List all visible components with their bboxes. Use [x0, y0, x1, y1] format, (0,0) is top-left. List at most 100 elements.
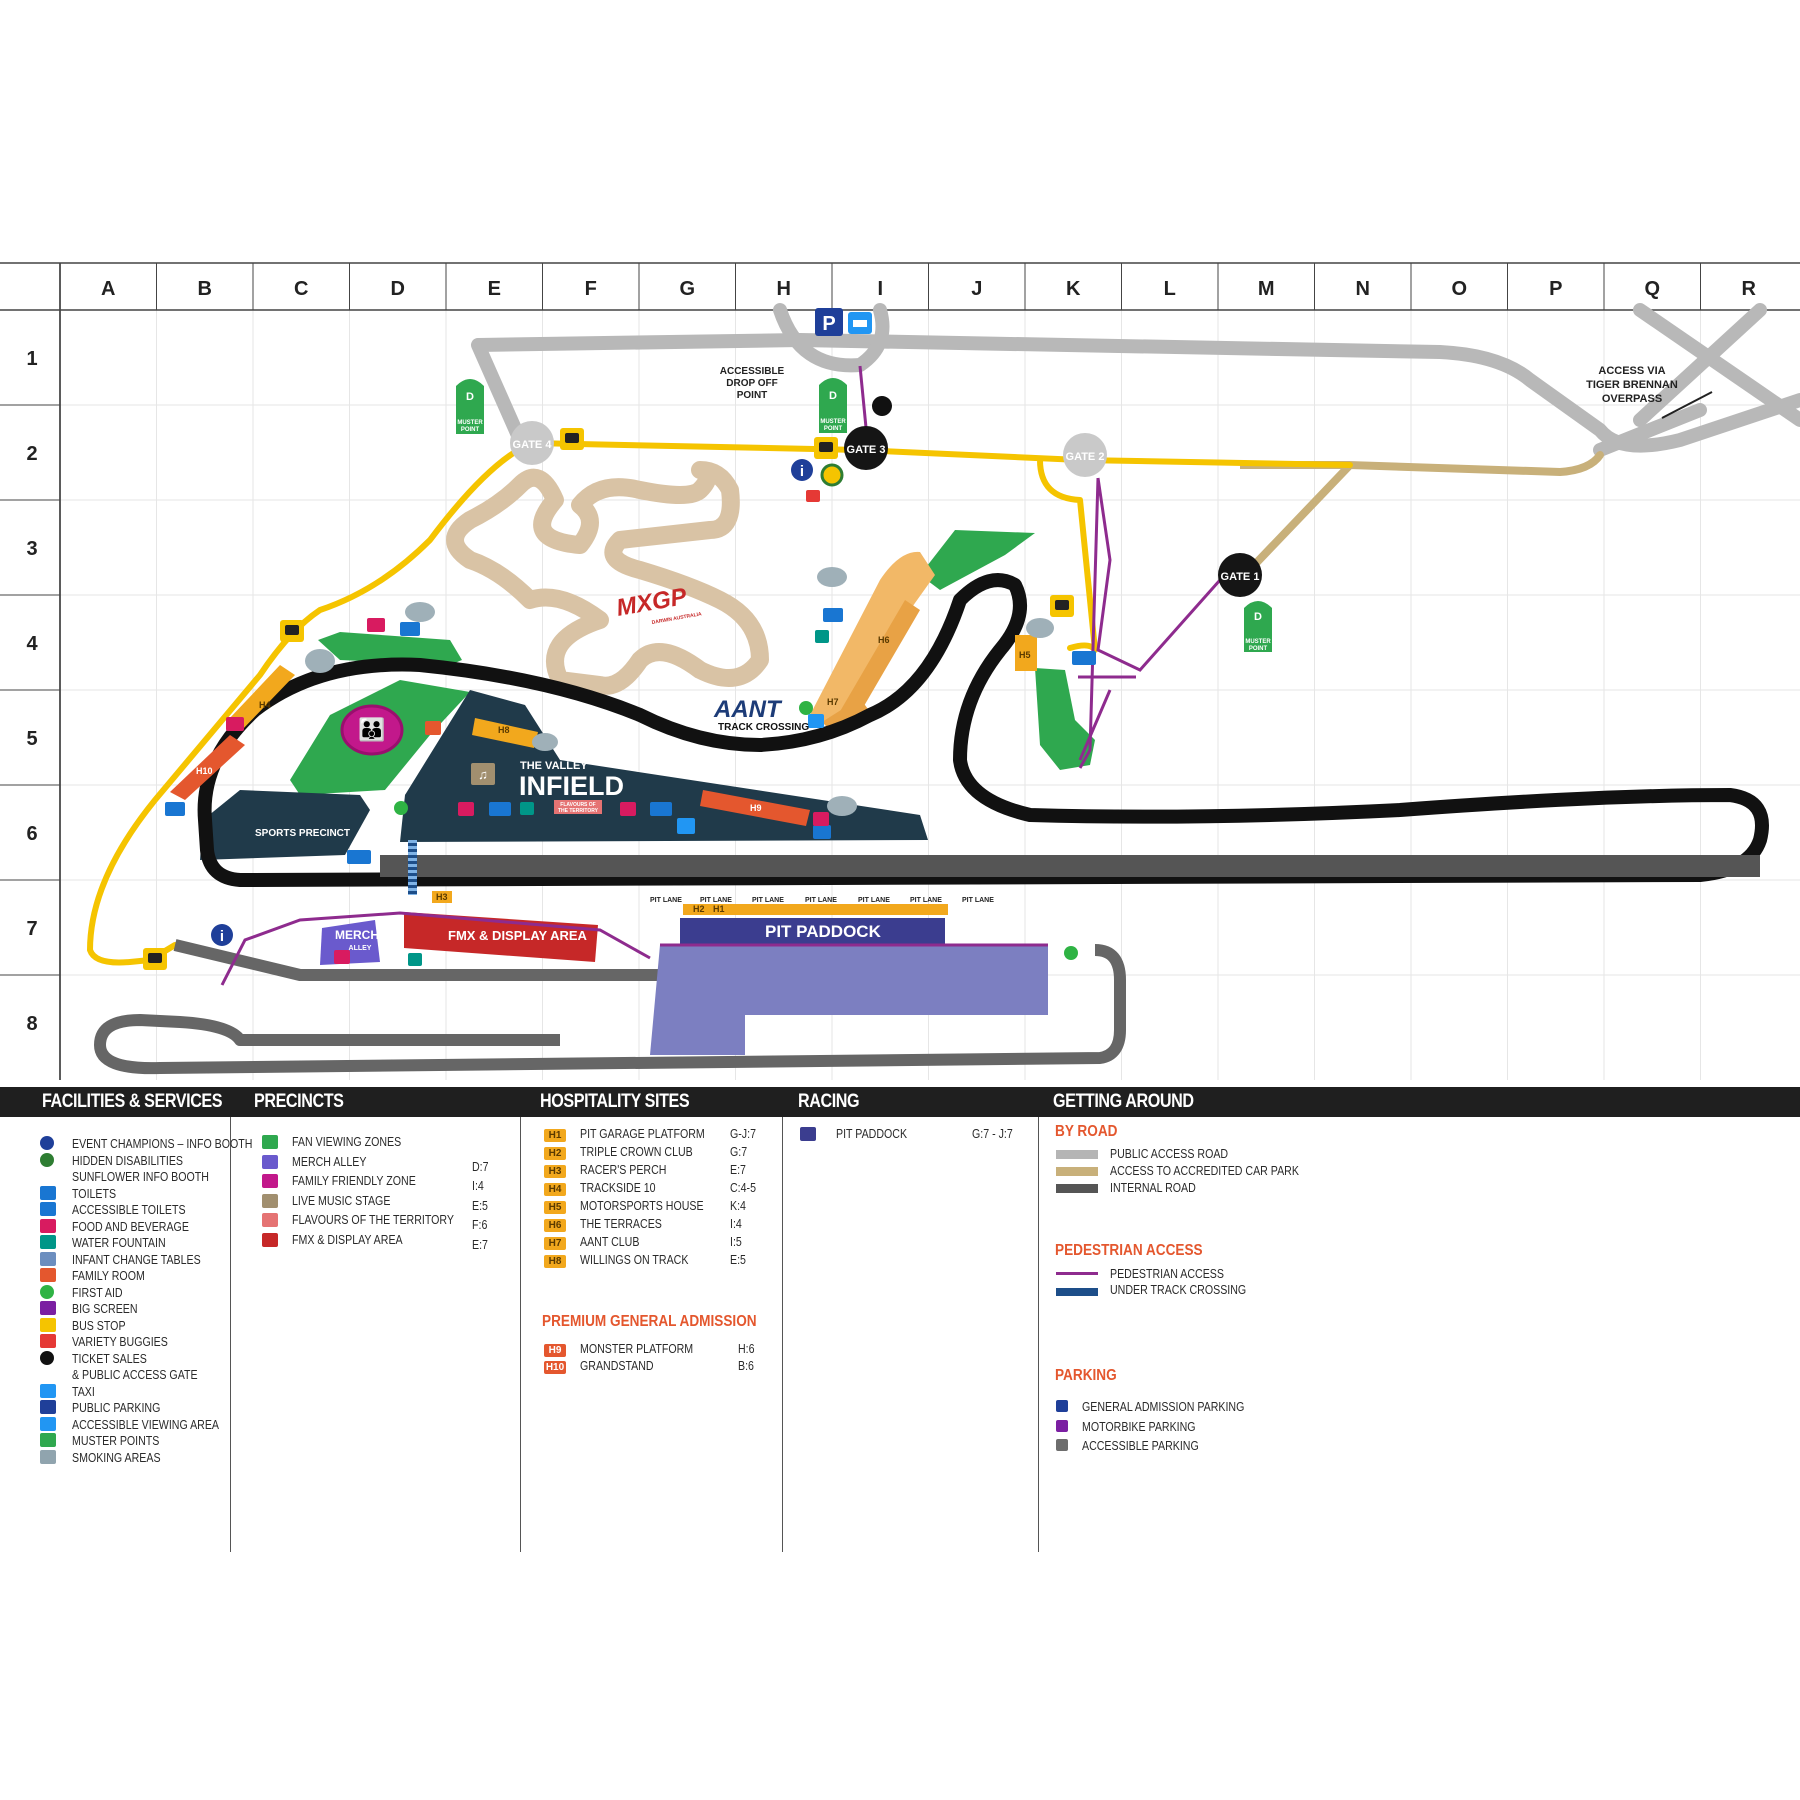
grid-col-label-e: E — [488, 278, 501, 300]
facility-item: SUNFLOWER INFO BOOTH — [72, 1170, 209, 1184]
grid-col-label-p: P — [1549, 278, 1562, 300]
facility-item: PUBLIC PARKING — [72, 1401, 161, 1415]
buggy-icon — [40, 1334, 56, 1348]
parking-item: MOTORBIKE PARKING — [1082, 1419, 1196, 1434]
legend-facilities-head: FACILITIES & SERVICES — [42, 1091, 223, 1112]
gate-3-label: GATE 3 — [847, 444, 886, 456]
hospitality-item: TRIPLE CROWN CLUB — [580, 1145, 693, 1159]
ticket-icon[interactable] — [869, 393, 895, 419]
facility-item: VARIETY BUGGIES — [72, 1335, 168, 1349]
gate-4[interactable]: GATE 4 — [510, 421, 554, 465]
access-arrow-icon — [1661, 391, 1713, 419]
road-swatch — [1056, 1150, 1098, 1159]
family-room-icon[interactable] — [425, 721, 441, 735]
parking-item: GENERAL ADMISSION PARKING — [1082, 1400, 1245, 1414]
gate-1[interactable]: GATE 1 — [1218, 553, 1262, 597]
hospitality-code: G-J:7 — [730, 1127, 756, 1141]
muster-icon — [40, 1433, 56, 1447]
precinct-swatch — [262, 1135, 278, 1149]
grid-col-label-h: H — [777, 278, 791, 300]
svg-text:POINT: POINT — [461, 427, 480, 433]
taxi-icon[interactable] — [848, 312, 872, 334]
muster-point-2[interactable]: D MUSTER POINT — [819, 378, 847, 433]
facility-item: FIRST AID — [72, 1285, 123, 1300]
precinct-item: FAMILY FRIENDLY ZONE — [292, 1174, 416, 1188]
facility-item: INFANT CHANGE TABLES — [72, 1252, 201, 1267]
muster-point-3[interactable]: D MUSTER POINT — [1244, 601, 1272, 652]
grid-col-label-a: A — [101, 278, 115, 300]
precinct-code: D:7 — [472, 1159, 489, 1174]
accessible-viewing-icon-2[interactable] — [808, 714, 824, 728]
ticket-icon — [40, 1350, 54, 1365]
svg-text:i: i — [220, 928, 224, 945]
grid-col-label-n: N — [1356, 278, 1370, 300]
precinct-swatch — [262, 1193, 278, 1208]
gate-2[interactable]: GATE 2 — [1063, 433, 1107, 477]
valley-label: THE VALLEY — [520, 760, 588, 772]
hospitality-item: MOTORSPORTS HOUSE — [580, 1199, 704, 1213]
parking-swatch — [1056, 1400, 1068, 1412]
muster-point-1[interactable]: D MUSTER POINT — [456, 379, 484, 434]
racing-item: PIT PADDOCK — [836, 1127, 908, 1141]
facility-item: FAMILY ROOM — [72, 1269, 145, 1283]
hospitality-badge: H6 — [544, 1219, 566, 1232]
hospitality-item: WILLINGS ON TRACK — [580, 1253, 689, 1267]
grid-col-label-b: B — [198, 278, 212, 300]
hospitality-badge: H4 — [544, 1183, 566, 1196]
precinct-item: FAN VIEWING ZONES — [292, 1135, 402, 1149]
hospitality-badge: H5 — [544, 1201, 566, 1214]
grid-row-label-3: 3 — [26, 538, 37, 560]
legend-divider — [1038, 1117, 1039, 1552]
hospitality-code: E:5 — [730, 1253, 746, 1267]
h3-label: H3 — [436, 892, 448, 902]
public-access-road — [471, 303, 1800, 457]
legend-divider — [230, 1117, 231, 1552]
aant-track-crossing: TRACK CROSSING — [718, 722, 809, 733]
water-fountain-icons[interactable] — [408, 630, 829, 966]
svg-text:D: D — [829, 390, 837, 402]
toilet-icons[interactable] — [165, 608, 1096, 864]
fmx-label: FMX & DISPLAY AREA — [448, 928, 588, 943]
smoking-icon — [40, 1449, 56, 1464]
gate-3[interactable]: GATE 3 — [844, 426, 888, 470]
info-icons[interactable]: i i — [211, 459, 813, 946]
merch-label: MERCH — [335, 928, 379, 942]
racing-swatch — [800, 1127, 816, 1141]
hospitality-code: C:4-5 — [730, 1181, 756, 1195]
h8-label: H8 — [498, 725, 510, 735]
public-parking-icon[interactable]: P — [815, 308, 843, 336]
hospitality-item: RACER'S PERCH — [580, 1163, 667, 1177]
accessible-view-icon — [40, 1416, 56, 1431]
precinct-code: E:7 — [472, 1237, 488, 1252]
accessible-viewing-icon[interactable] — [677, 818, 695, 834]
svg-text:FLAVOURS OF: FLAVOURS OF — [560, 802, 595, 808]
gate-1-label: GATE 1 — [1221, 571, 1260, 583]
grid-col-label-q: Q — [1644, 278, 1660, 300]
premium-item: GRANDSTAND — [580, 1359, 654, 1373]
grid-row-label-1: 1 — [26, 348, 37, 370]
pit-lane-label: PIT LANE — [805, 897, 837, 904]
live-music-stage-icon[interactable] — [471, 763, 495, 785]
first-aid-icons[interactable] — [394, 701, 1078, 960]
sunflower-icon[interactable] — [820, 463, 844, 487]
road-item: INTERNAL ROAD — [1110, 1181, 1196, 1195]
svg-text:THE TERRITORY: THE TERRITORY — [558, 808, 599, 814]
hospitality-code: I:4 — [730, 1217, 742, 1231]
buggy-icon[interactable] — [806, 490, 820, 502]
svg-text:D: D — [1254, 611, 1262, 623]
bus-stop-icons[interactable] — [143, 428, 1074, 970]
facility-item: ACCESSIBLE VIEWING AREA — [72, 1417, 220, 1432]
svg-text:DROP OFF: DROP OFF — [726, 378, 777, 389]
hospitality-item: PIT GARAGE PLATFORM — [580, 1127, 705, 1141]
parking-icon — [40, 1400, 56, 1414]
pit-lane-label: PIT LANE — [858, 897, 890, 904]
hospitality-item: AANT CLUB — [580, 1235, 640, 1249]
grid-row-label-5: 5 — [26, 728, 37, 750]
h10-label: H10 — [196, 766, 213, 776]
h2-label: H2 — [693, 904, 705, 914]
smoking-area-icons[interactable] — [305, 567, 1054, 816]
food-icons[interactable] — [226, 618, 829, 964]
svg-text:D: D — [466, 391, 474, 403]
hospitality-blocks — [170, 635, 1037, 903]
